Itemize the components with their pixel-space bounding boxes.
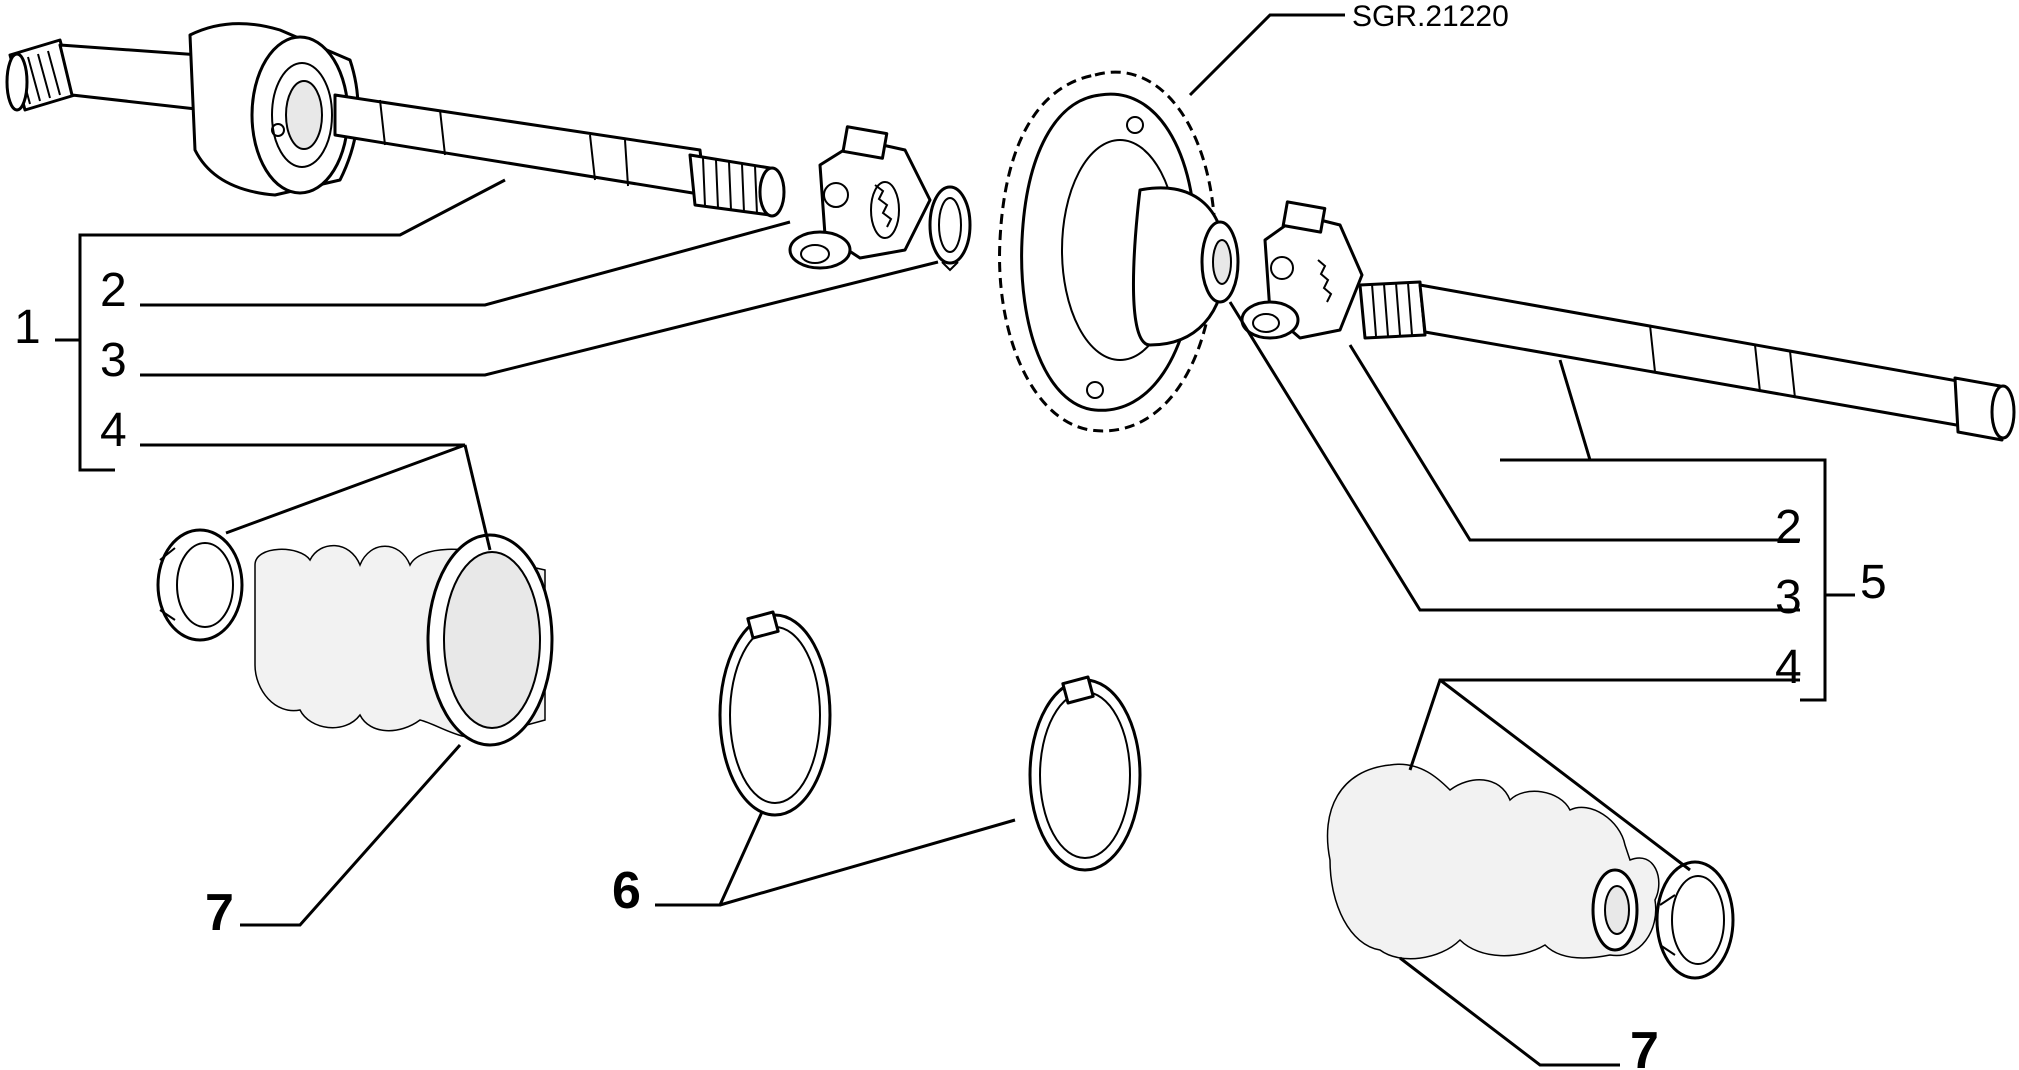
callout-left-3: 3 [100, 334, 127, 387]
boot-clamp-left [718, 610, 832, 817]
reference-code-label: SGR.21220 [1352, 0, 1509, 33]
left-tripod-joint [788, 125, 932, 270]
callout-left-2: 2 [100, 264, 127, 317]
right-boot-small-clamp [1655, 860, 1735, 980]
callout-left-4: 4 [100, 404, 127, 457]
right-drive-shaft [1358, 280, 2016, 442]
callout-6: 6 [612, 862, 641, 920]
callout-right-7: 7 [1630, 1022, 1659, 1070]
differential-ring-gear [998, 70, 1240, 433]
right-cv-boot [1326, 763, 1660, 960]
boot-clamp-right [1028, 675, 1142, 872]
left-drive-shaft [5, 22, 786, 218]
callout-right-4: 4 [1775, 641, 1802, 694]
callout-1: 1 [14, 301, 41, 354]
callout-5: 5 [1860, 556, 1887, 609]
callout-right-3: 3 [1775, 571, 1802, 624]
left-cv-boot [254, 533, 554, 747]
leader-lines [55, 13, 1855, 1067]
callout-right-2: 2 [1775, 501, 1802, 554]
left-circlip [928, 185, 972, 272]
right-tripod-joint [1240, 200, 1364, 340]
callout-left-7: 7 [205, 884, 234, 942]
left-boot-small-clamp [156, 528, 244, 642]
callout-labels: SGR.21220 1 2 3 4 5 2 3 4 6 7 7 [14, 0, 1887, 1070]
